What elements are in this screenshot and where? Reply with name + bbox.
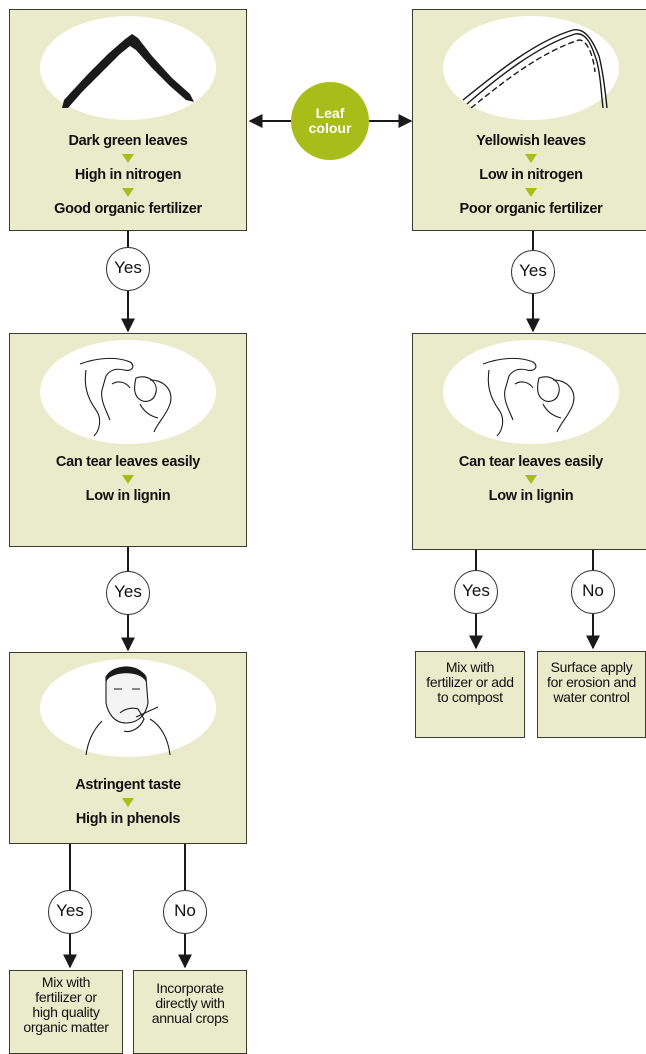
tear-leaves-label: Can tear leaves easily (458, 454, 604, 470)
astringent-taste-label: Astringent taste (75, 777, 181, 793)
leaf-illustration-yellow (443, 16, 619, 120)
decision-yes: Yes (511, 250, 555, 294)
outcome-mix-compost: Mix with fertilizer or add to compost (415, 651, 525, 738)
yellowish-leaves-label: Yellowish leaves (476, 133, 586, 149)
good-fertilizer-label: Good organic fertilizer (54, 201, 202, 217)
triangle-down-icon (525, 154, 537, 163)
right-tear-leaves-box: Can tear leaves easily Low in lignin (412, 333, 646, 550)
outcome-incorporate-crops: Incorporate directly with annual crops (133, 970, 247, 1054)
high-nitrogen-label: High in nitrogen (74, 167, 182, 183)
tear-leaves-label: Can tear leaves easily (55, 454, 201, 470)
triangle-down-icon (525, 475, 537, 484)
low-lignin-label: Low in lignin (85, 488, 171, 504)
left-tear-leaves-box: Can tear leaves easily Low in lignin (9, 333, 247, 547)
outcome-mix-organic-matter: Mix with fertilizer or high quality orga… (9, 970, 123, 1054)
decision-yes: Yes (106, 571, 150, 615)
decision-yes: Yes (454, 570, 498, 614)
yellowish-leaves-box: Yellowish leaves Low in nitrogen Poor or… (412, 9, 646, 231)
triangle-down-icon (122, 475, 134, 484)
outcome-surface-apply: Surface apply for erosion and water cont… (537, 651, 646, 738)
decision-yes: Yes (48, 890, 92, 934)
decision-no: No (571, 570, 615, 614)
poor-fertilizer-label: Poor organic fertilizer (459, 201, 603, 217)
dark-green-leaves-box: Dark green leaves High in nitrogen Good … (9, 9, 247, 231)
triangle-down-icon (525, 188, 537, 197)
dark-green-leaves-label: Dark green leaves (68, 133, 188, 149)
low-nitrogen-label: Low in nitrogen (479, 167, 583, 183)
triangle-down-icon (122, 188, 134, 197)
decision-no: No (163, 890, 207, 934)
low-lignin-label: Low in lignin (488, 488, 574, 504)
decision-yes: Yes (106, 247, 150, 291)
high-phenols-label: High in phenols (75, 811, 181, 827)
leaf-illustration-dark (40, 16, 216, 120)
hands-tearing-leaf-illustration (40, 340, 216, 444)
hands-tearing-leaf-illustration (443, 340, 619, 444)
person-tasting-leaf-illustration (40, 659, 216, 757)
triangle-down-icon (122, 154, 134, 163)
astringent-taste-box: Astringent taste High in phenols (9, 652, 247, 844)
triangle-down-icon (122, 798, 134, 807)
